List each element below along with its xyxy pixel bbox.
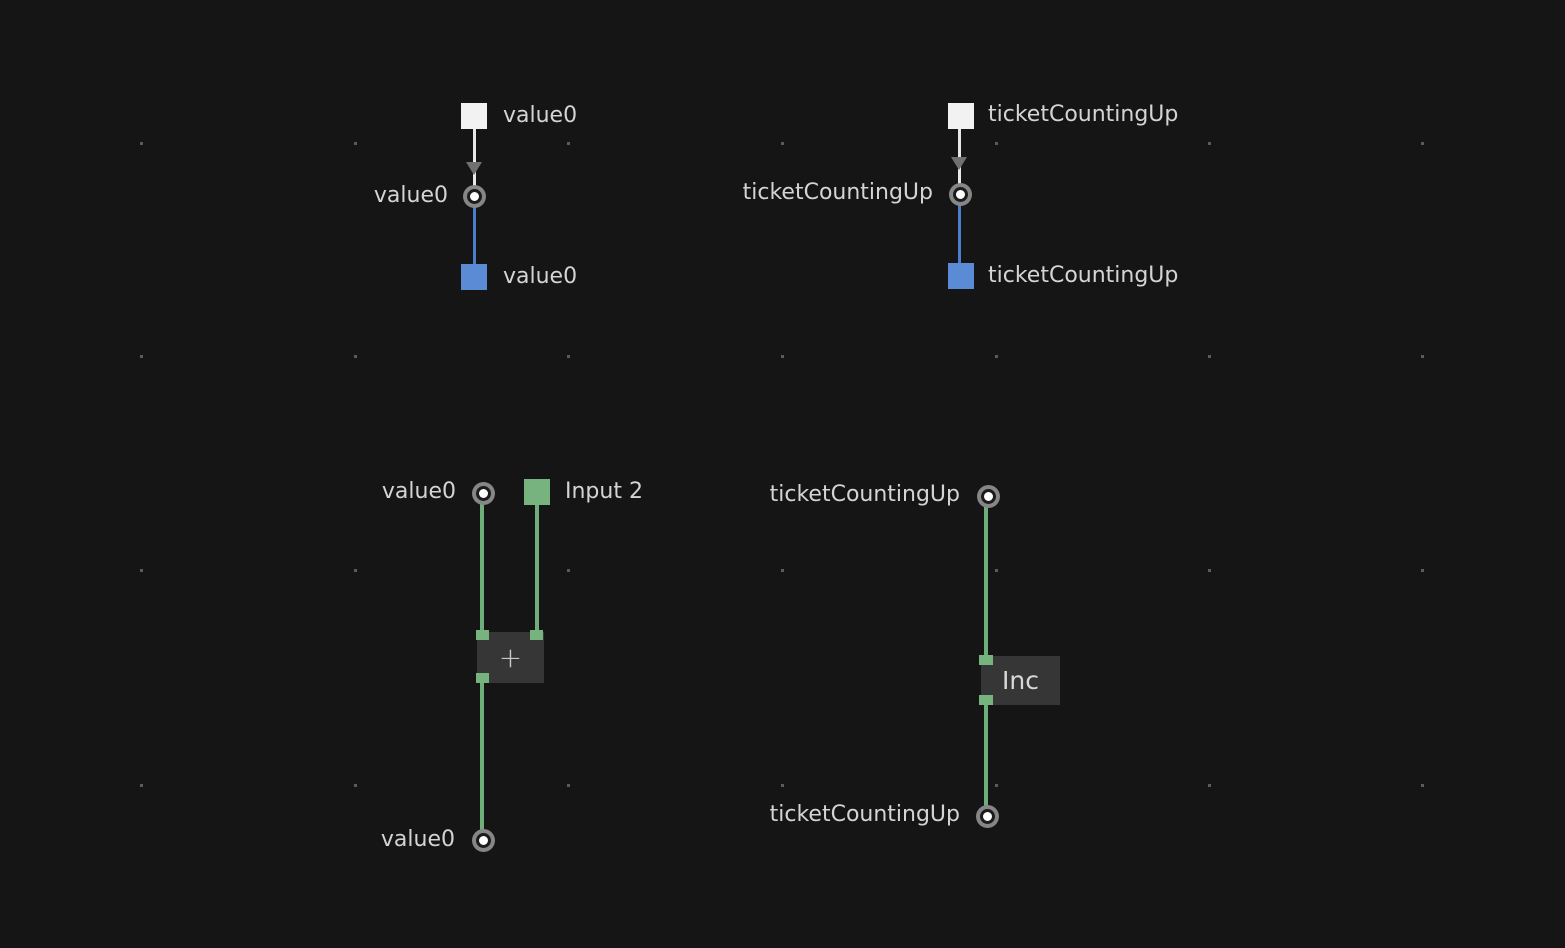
grid-dot bbox=[566, 141, 570, 145]
source-port-label: value0 bbox=[503, 103, 578, 128]
input2-port[interactable] bbox=[524, 479, 550, 505]
wire-value0-source-to-pad[interactable] bbox=[473, 129, 476, 189]
inc-operator-node[interactable]: Inc bbox=[981, 656, 1060, 705]
pad-label: ticketCountingUp bbox=[742, 180, 933, 205]
grid-dot bbox=[780, 568, 784, 572]
grid-dot bbox=[994, 354, 998, 358]
grid-dot bbox=[566, 783, 570, 787]
grid-dot bbox=[139, 783, 143, 787]
output-pad-value0[interactable] bbox=[472, 829, 495, 852]
grid-dot bbox=[139, 354, 143, 358]
wire-ticket-pad-to-sink[interactable] bbox=[958, 203, 961, 265]
wire-arrowhead-icon bbox=[951, 157, 967, 170]
pad-core bbox=[953, 187, 968, 202]
grid-dot bbox=[353, 141, 357, 145]
grid-dot bbox=[994, 141, 998, 145]
inc-node-input-connector[interactable] bbox=[979, 655, 993, 665]
output-pad-label: ticketCountingUp bbox=[769, 802, 960, 827]
pad-core bbox=[981, 489, 996, 504]
input-pad-label: ticketCountingUp bbox=[769, 482, 960, 507]
add-node-input2-connector[interactable] bbox=[530, 630, 543, 640]
grid-dot bbox=[1420, 568, 1424, 572]
pad-core bbox=[476, 833, 491, 848]
grid-dot bbox=[994, 568, 998, 572]
grid-dot bbox=[780, 141, 784, 145]
inc-node-output-connector[interactable] bbox=[979, 695, 993, 705]
wire-add-to-value0[interactable] bbox=[480, 682, 484, 830]
sink-port-value0[interactable] bbox=[461, 264, 487, 290]
input-pad-label: value0 bbox=[381, 479, 456, 504]
grid-dot bbox=[780, 783, 784, 787]
sink-port-label: ticketCountingUp bbox=[988, 263, 1179, 288]
grid-dot bbox=[139, 568, 143, 572]
inc-operator-label: Inc bbox=[1002, 666, 1039, 695]
grid-dot bbox=[353, 354, 357, 358]
add-node-input1-connector[interactable] bbox=[476, 630, 489, 640]
grid-dot bbox=[780, 354, 784, 358]
grid-dot bbox=[1207, 783, 1211, 787]
wire-value0-to-add[interactable] bbox=[480, 504, 484, 632]
wire-value0-pad-to-sink[interactable] bbox=[473, 205, 476, 266]
grid-dot bbox=[1207, 568, 1211, 572]
source-port-ticketcountingup[interactable] bbox=[948, 103, 974, 129]
wire-arrowhead-icon bbox=[466, 162, 482, 175]
grid-dot bbox=[353, 783, 357, 787]
sink-port-label: value0 bbox=[503, 264, 578, 289]
wire-inc-to-ticket[interactable] bbox=[984, 704, 988, 806]
source-port-value0[interactable] bbox=[461, 103, 487, 129]
wire-ticket-to-inc[interactable] bbox=[984, 507, 988, 657]
grid-dot bbox=[566, 354, 570, 358]
pad-core bbox=[476, 486, 491, 501]
input-pad-ticketcountingup[interactable] bbox=[977, 485, 1000, 508]
input-pad-value0[interactable] bbox=[472, 482, 495, 505]
pad-core bbox=[467, 189, 482, 204]
pad-label: value0 bbox=[373, 183, 448, 208]
grid-dot bbox=[566, 568, 570, 572]
add-node-output-connector[interactable] bbox=[476, 673, 489, 683]
pad-ticketcountingup[interactable] bbox=[949, 183, 972, 206]
grid-dot bbox=[1207, 354, 1211, 358]
grid-dot bbox=[1420, 141, 1424, 145]
pad-core bbox=[980, 809, 995, 824]
grid-dot bbox=[994, 783, 998, 787]
sink-port-ticketcountingup[interactable] bbox=[948, 263, 974, 289]
source-port-label: ticketCountingUp bbox=[988, 102, 1179, 127]
pad-value0[interactable] bbox=[463, 185, 486, 208]
grid-dot bbox=[1420, 354, 1424, 358]
grid-dot bbox=[353, 568, 357, 572]
grid-dot bbox=[1420, 783, 1424, 787]
output-pad-ticketcountingup[interactable] bbox=[976, 805, 999, 828]
grid-dot bbox=[1207, 141, 1211, 145]
grid-dot bbox=[139, 141, 143, 145]
wire-input2-to-add[interactable] bbox=[535, 504, 539, 632]
output-pad-label: value0 bbox=[380, 827, 455, 852]
add-operator-label: + bbox=[498, 640, 523, 674]
input2-port-label: Input 2 bbox=[565, 479, 643, 504]
